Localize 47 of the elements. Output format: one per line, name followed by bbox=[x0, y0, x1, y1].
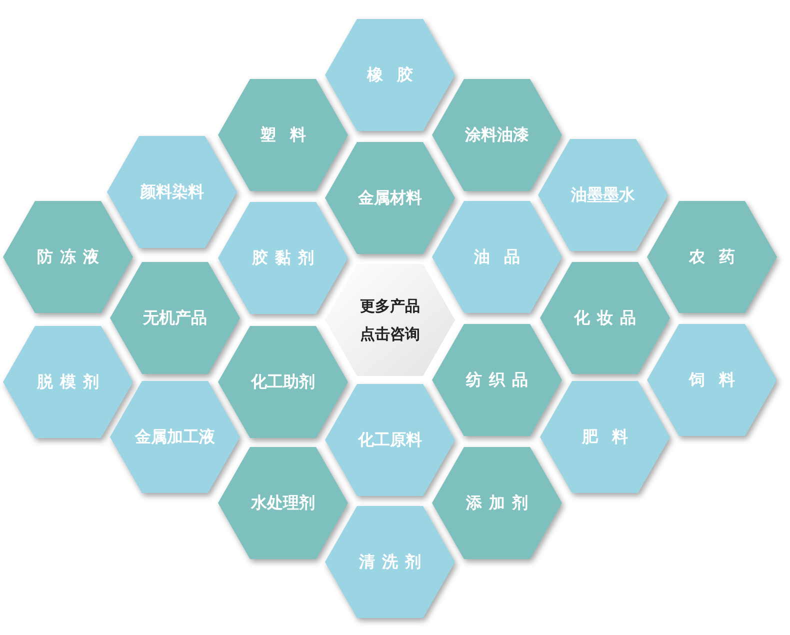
hexagon-tile bbox=[107, 136, 237, 248]
category-label: 更多产品 bbox=[360, 296, 420, 316]
hexagon-tile bbox=[325, 19, 455, 131]
hexagon-tile bbox=[218, 326, 348, 438]
category-label: 清洗剂 bbox=[358, 552, 428, 572]
hexagon-tile bbox=[432, 79, 562, 191]
hexagon-tile bbox=[540, 381, 670, 493]
category-label: 金属加工液 bbox=[135, 427, 215, 447]
hexagon-tile bbox=[325, 142, 455, 254]
category-label: 油品 bbox=[474, 247, 535, 267]
center-hexagon bbox=[325, 264, 455, 376]
hexagon-tile bbox=[218, 79, 348, 191]
hexagon-tile bbox=[325, 384, 455, 496]
hexagon-tile bbox=[3, 201, 133, 313]
hexagon-tile bbox=[325, 506, 455, 618]
category-label: 肥料 bbox=[582, 427, 643, 447]
category-label: 无机产品 bbox=[143, 308, 207, 328]
hexagon-tile bbox=[432, 324, 562, 436]
category-label: 水处理剂 bbox=[251, 493, 315, 513]
hexagon-tile bbox=[110, 262, 240, 374]
category-label: 胶黏剂 bbox=[252, 248, 322, 268]
hexagon-tile bbox=[218, 447, 348, 559]
category-label: 点击咨询 bbox=[360, 324, 420, 345]
category-label: 油墨墨水 bbox=[571, 185, 635, 205]
category-label: 化工原料 bbox=[358, 430, 422, 450]
category-label: 涂料油漆 bbox=[465, 125, 529, 145]
category-label: 化工助剂 bbox=[251, 372, 315, 392]
hexagon-tile bbox=[432, 201, 562, 313]
category-label: 饲料 bbox=[688, 370, 750, 390]
hexagon-tile bbox=[432, 447, 562, 559]
category-label: 添加剂 bbox=[466, 493, 536, 513]
hexagon-tile bbox=[218, 202, 348, 314]
category-label: 脱模剂 bbox=[36, 372, 106, 392]
category-label: 防冻液 bbox=[36, 247, 106, 267]
category-label: 农药 bbox=[688, 247, 750, 267]
category-label: 化妆品 bbox=[574, 308, 644, 328]
category-label: 金属材料 bbox=[358, 188, 422, 208]
category-label: 纺织品 bbox=[466, 370, 536, 390]
hexagon-tile bbox=[3, 326, 133, 438]
hexagon-tile bbox=[647, 201, 777, 313]
category-label: 颜料染料 bbox=[140, 182, 204, 202]
hexagon-tile bbox=[538, 139, 668, 251]
hexagon-tile bbox=[540, 262, 670, 374]
category-label: 塑料 bbox=[260, 125, 321, 145]
hexagon-tile bbox=[647, 324, 777, 436]
category-label: 橡胶 bbox=[366, 65, 428, 85]
hexagon-tile bbox=[110, 381, 240, 493]
